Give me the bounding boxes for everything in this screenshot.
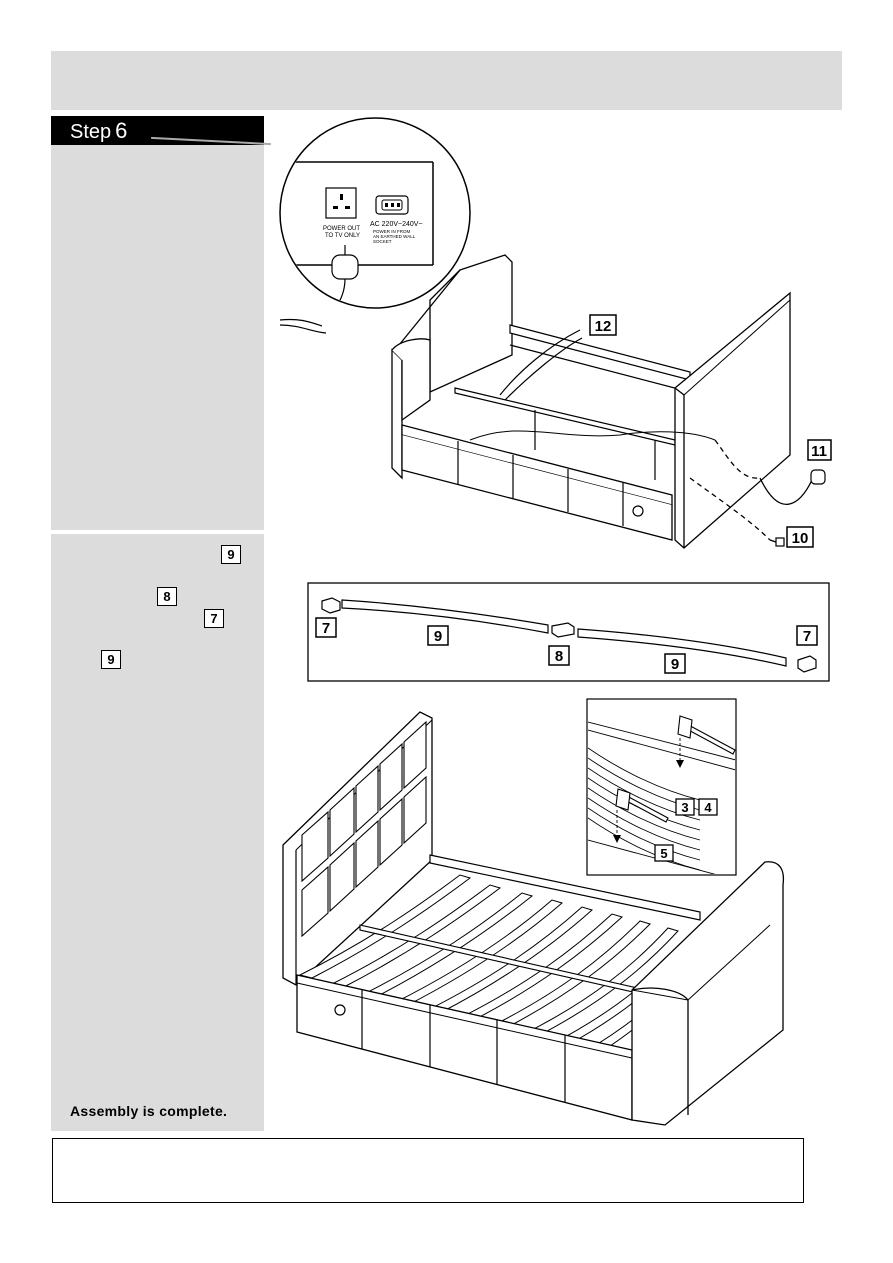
label-cable-12: 12	[595, 318, 612, 335]
step-label: Step	[70, 121, 112, 143]
label-detail-3: 3	[681, 800, 688, 815]
completion-text: Assembly is complete.	[70, 1103, 228, 1119]
step-number: 6	[115, 118, 128, 143]
sidebar-badge-end-cap: 7	[204, 609, 224, 628]
label-plug-11: 11	[811, 443, 827, 460]
inlet-sub-label-2: AN EARTHED WALL	[373, 234, 416, 239]
slat-fitting-detail: 3 4 5	[586, 698, 737, 876]
sidebar-badge-center-holder: 8	[157, 587, 177, 606]
label-slat-right: 9	[671, 656, 679, 673]
wiring-illustration: POWER OUT TO TV ONLY AC 220V~240V~ POWER…	[279, 117, 832, 549]
instruction-panel-top	[51, 145, 264, 530]
footer-note-box	[52, 1138, 804, 1203]
label-detail-5: 5	[660, 846, 667, 861]
instruction-panel-bottom	[51, 534, 264, 1131]
label-center-holder: 8	[555, 648, 563, 665]
label-slat-left: 9	[434, 628, 442, 645]
sidebar-badge-slat: 9	[221, 545, 241, 564]
label-end-cap-right: 7	[803, 628, 811, 645]
label-end-cap-left: 7	[322, 620, 330, 637]
inlet-sub-label-3: SOCKET	[373, 239, 392, 244]
sidebar-badge-slat-2: 9	[101, 650, 121, 669]
top-banner	[51, 51, 842, 110]
socket-label-line2: TO TV ONLY	[325, 233, 360, 239]
label-cable-10: 10	[792, 530, 809, 547]
inlet-voltage-label: AC 220V~240V~	[370, 221, 423, 228]
slat-parts-diagram: 7 9 8 9 7	[307, 582, 830, 682]
inlet-sub-label-1: POWER IN FROM	[373, 229, 410, 234]
completed-bed-illustration	[282, 711, 785, 1126]
label-detail-4: 4	[704, 800, 712, 815]
socket-label-line1: POWER OUT	[323, 226, 360, 232]
